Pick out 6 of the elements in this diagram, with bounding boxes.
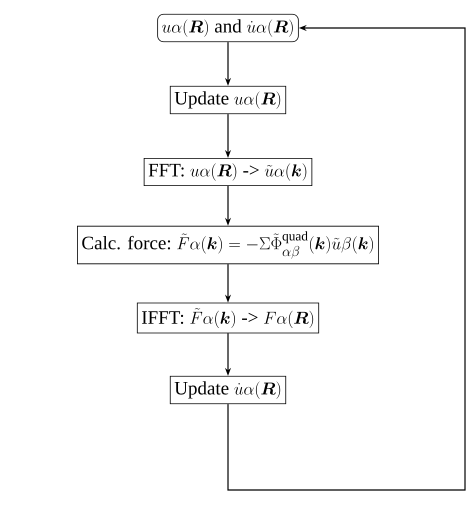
process-box: $\textrm{FFT:}\ u\alpha(\bm{R})\ \textrm{->}\ \tilde{u}\alpha(\bm{k})$ — [144, 158, 312, 186]
process-box: $\textrm{Calc. force:}\ \tilde{F}\alpha(\bm{k}) = -\Sigma\tilde{\Phi}^{\textrm{quad}}_{\alpha\beta}(\bm{k})\tilde{u}\beta(\bm{k})$ — [77, 226, 379, 264]
process-box: $\textrm{Update}\ u\alpha(\bm{R})$ — [170, 86, 286, 114]
process-box: $u\alpha(\bm{R})\ \textrm{and}\ \dot{u}\alpha(\bm{R})$ — [157, 14, 299, 42]
process-box: $\textrm{IFFT:}\ \tilde{F}\alpha(\bm{k})\ \textrm{->}\ F\alpha(\bm{R})$ — [136, 302, 320, 334]
process-box: $\textrm{Update}\ \dot{u}\alpha(\bm{R})$ — [170, 376, 286, 404]
